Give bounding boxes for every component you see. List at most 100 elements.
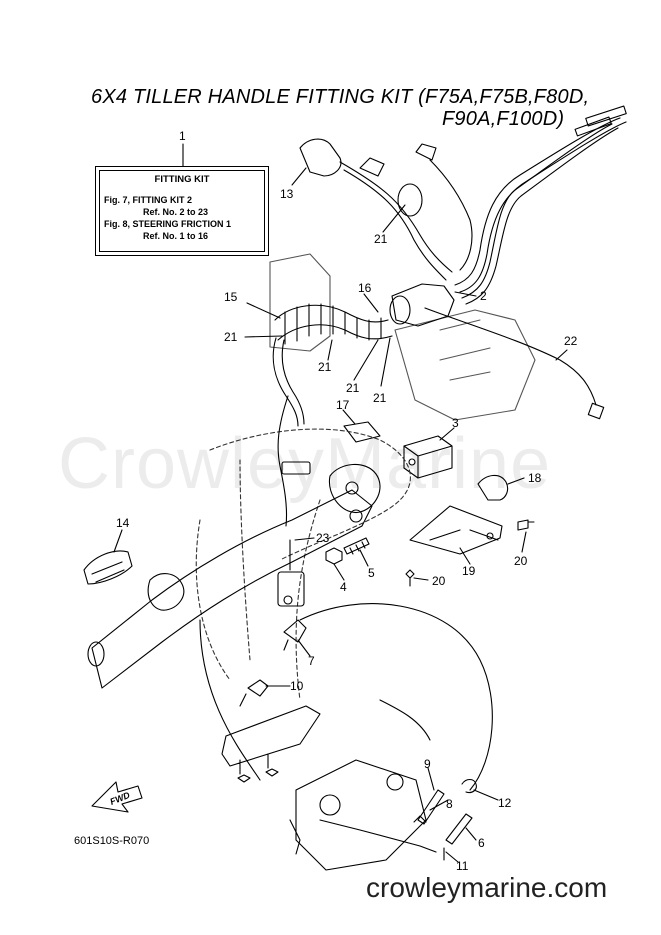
clip-12	[461, 778, 477, 794]
callout-3: 3	[452, 416, 459, 430]
throttle-grip-14	[83, 550, 133, 585]
leader-line	[382, 204, 406, 233]
callout-10: 10	[290, 679, 304, 693]
leader-line	[113, 529, 123, 553]
leader-line	[427, 767, 435, 791]
bolt-5	[343, 537, 370, 555]
leader-line	[327, 339, 333, 361]
screw-20	[517, 519, 535, 531]
callout-21: 21	[318, 360, 332, 374]
callout-21: 21	[374, 232, 388, 246]
callout-1: 1	[179, 129, 186, 143]
callout-4: 4	[340, 580, 347, 594]
grommet-tube	[272, 283, 455, 427]
callout-18: 18	[528, 471, 542, 485]
callout-20: 20	[514, 554, 528, 568]
clamp-18	[477, 474, 509, 501]
leader-line	[353, 339, 379, 381]
leader-line	[555, 349, 568, 361]
leader-line	[459, 547, 471, 565]
callout-23: 23	[316, 531, 330, 545]
diagram-title-line-1: 6X4 TILLER HANDLE FITTING KIT (F75A,F75B…	[91, 86, 590, 108]
site-name: crowleymarine.com	[366, 872, 608, 903]
watermark: CrowleyMarine	[58, 424, 552, 504]
leader-line	[291, 167, 307, 186]
rod-9	[417, 789, 445, 825]
leader-line	[246, 302, 281, 319]
fitting-kit-box: FITTING KIT Fig. 7, FITTING KIT 2 Ref. N…	[95, 166, 269, 256]
leader-line	[244, 335, 283, 338]
block-3	[403, 435, 453, 479]
drawing-code: 601S10S-R070	[74, 835, 150, 847]
leader-line	[342, 409, 356, 425]
callout-12: 12	[498, 796, 512, 810]
diagram-title-line-2: F90A,F100D)	[442, 108, 565, 130]
callout-6: 6	[478, 836, 485, 850]
callout-8: 8	[446, 797, 453, 811]
lower-mechanism	[289, 759, 437, 871]
rod-6	[445, 813, 473, 845]
callout-16: 16	[358, 281, 372, 295]
cable-loop	[379, 699, 431, 741]
engine-bracket-outline	[269, 253, 536, 421]
leader-line	[363, 293, 379, 313]
nut-4	[325, 547, 343, 565]
cable-loop	[199, 619, 261, 781]
fitting-kit-line: Ref. No. 2 to 23	[143, 207, 209, 217]
fitting-kit-line: Ref. No. 1 to 16	[143, 231, 209, 241]
callout-numbers: 1 13 21 16 2 15 21 21 21 21 22 17 3 18 1…	[116, 129, 578, 873]
throttle-shift-cables	[454, 105, 627, 305]
callout-20: 20	[432, 574, 446, 588]
callout-13: 13	[280, 187, 294, 201]
leader-line	[380, 337, 391, 387]
leader-line	[473, 789, 499, 801]
leader-line	[294, 537, 315, 541]
leader-line	[297, 639, 311, 657]
lower-bracket	[221, 705, 321, 775]
leader-line	[521, 531, 527, 553]
fitting-kit-line: Fig. 7, FITTING KIT 2	[104, 195, 193, 205]
rod-8-end	[413, 815, 427, 823]
clip-10	[239, 679, 269, 707]
harness-23	[277, 395, 311, 607]
block-3-hole	[408, 458, 416, 466]
callout-22: 22	[564, 334, 578, 348]
leader-line	[454, 291, 477, 297]
callout-14: 14	[116, 516, 130, 530]
leader-line	[445, 851, 459, 863]
callout-15: 15	[224, 290, 238, 304]
screw-20	[405, 569, 415, 587]
wire-22	[424, 307, 597, 406]
callout-21: 21	[373, 391, 387, 405]
callout-5: 5	[368, 566, 375, 580]
fwd-arrow-icon	[91, 781, 143, 813]
bracket-19	[409, 505, 503, 555]
fwd-label: FWD	[109, 790, 132, 807]
bracket-19-hole	[486, 532, 494, 540]
wire-harness-13	[299, 138, 473, 281]
plate-17	[343, 421, 381, 443]
callout-19: 19	[462, 564, 476, 578]
callout-11: 11	[456, 859, 469, 873]
leader-line	[413, 577, 429, 581]
leader-line	[507, 477, 525, 485]
fitting-kit-header: FITTING KIT	[154, 174, 210, 185]
tiller-arm	[87, 463, 381, 689]
callout-21: 21	[224, 330, 238, 344]
screws	[237, 768, 279, 783]
fitting-kit-line: Fig. 8, STEERING FRICTION 1	[104, 219, 232, 229]
leader-line	[359, 549, 369, 567]
leader-line	[465, 827, 477, 841]
callout-21: 21	[346, 381, 360, 395]
clip-7	[283, 619, 307, 651]
connector-22	[587, 402, 605, 420]
leader-line	[333, 563, 345, 581]
cable-loop	[299, 603, 493, 791]
callout-2: 2	[480, 289, 487, 303]
leader-line	[439, 427, 455, 441]
leader-line	[429, 799, 449, 811]
callout-17: 17	[336, 398, 350, 412]
tiller-outline	[195, 428, 411, 701]
callout-7: 7	[308, 654, 315, 668]
